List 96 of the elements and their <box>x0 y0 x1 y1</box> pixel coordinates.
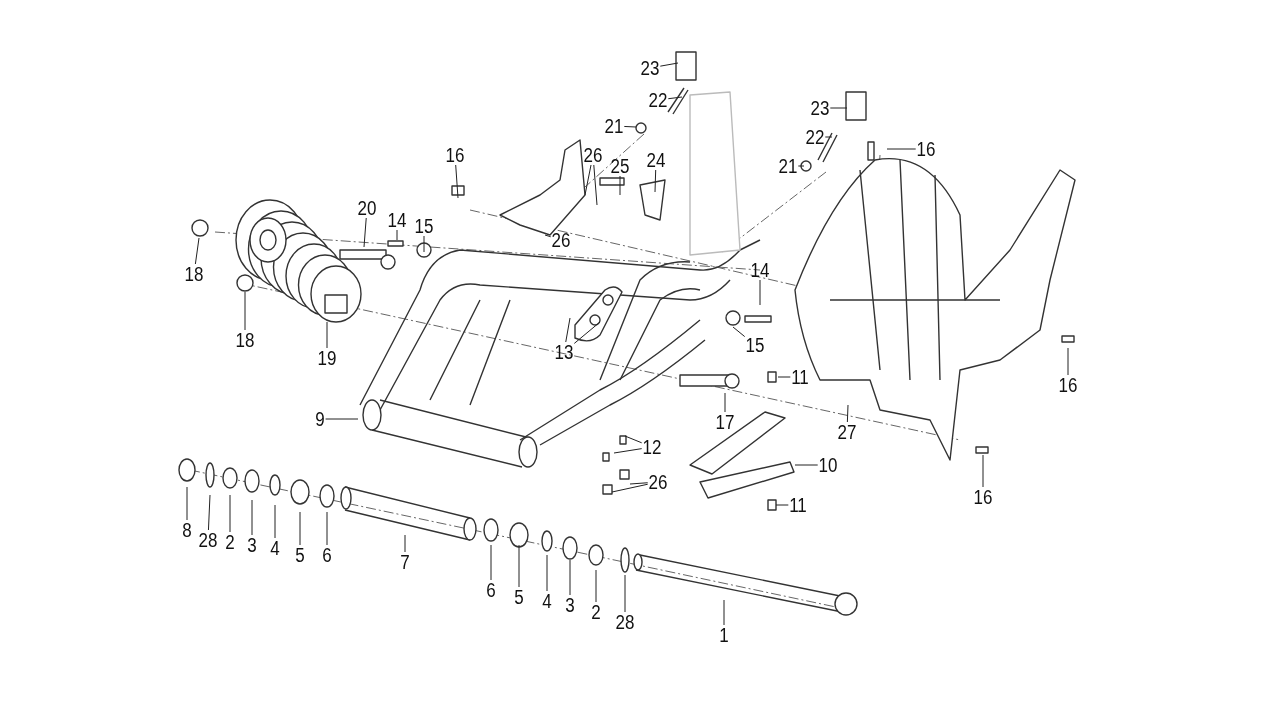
leader-line <box>490 544 492 581</box>
leader-line <box>194 237 200 265</box>
callout-number: 16 <box>1057 375 1079 395</box>
leader-line <box>613 448 643 454</box>
leader-line <box>624 435 643 444</box>
callout-number: 9 <box>314 409 326 429</box>
leader-line <box>455 164 459 199</box>
callout-number: 17 <box>714 412 736 432</box>
callout-number: 16 <box>972 487 994 507</box>
callout-number: 4 <box>269 538 281 558</box>
leader-line <box>396 229 398 241</box>
callout-number: 11 <box>790 367 810 387</box>
callout-number: 14 <box>386 210 408 230</box>
leader-line <box>654 169 657 193</box>
callout-number: 25 <box>609 156 631 176</box>
callout-number: 3 <box>246 535 258 555</box>
leader-line <box>829 107 848 109</box>
leader-line <box>759 279 761 306</box>
leader-line <box>846 404 849 423</box>
callout-number: 13 <box>553 342 575 362</box>
callout-number: 2 <box>224 532 236 552</box>
callout-number: 10 <box>817 455 839 475</box>
callout-number: 16 <box>915 139 937 159</box>
callout-number: 24 <box>645 150 667 170</box>
callout-number: 7 <box>399 552 411 572</box>
callout-number: 11 <box>788 495 808 515</box>
callout-number: 23 <box>809 98 831 118</box>
leader-line <box>624 574 626 613</box>
callout-number: 22 <box>647 90 669 110</box>
callout-number: 12 <box>641 437 663 457</box>
leader-line <box>229 494 231 533</box>
leader-line <box>611 483 649 493</box>
leader-line <box>363 217 367 248</box>
callout-number: 14 <box>749 260 771 280</box>
callout-number: 26 <box>582 145 604 165</box>
leader-line <box>326 511 328 546</box>
callout-number: 6 <box>321 545 333 565</box>
leader-line <box>325 418 359 420</box>
callout-number: 15 <box>413 216 435 236</box>
leader-line <box>886 148 917 150</box>
leader-line <box>623 125 637 128</box>
callout-number: 6 <box>485 580 497 600</box>
leader-line <box>1067 347 1069 376</box>
leader-line <box>732 326 746 338</box>
callout-number: 19 <box>316 348 338 368</box>
leader-line <box>274 504 276 539</box>
leader-line <box>982 454 984 488</box>
callout-number: 21 <box>777 156 799 176</box>
callout-number: 18 <box>234 330 256 350</box>
callout-number: 20 <box>356 198 378 218</box>
callout-number: 4 <box>541 591 553 611</box>
leader-line <box>593 164 598 206</box>
leader-line <box>797 165 805 167</box>
leader-line <box>299 511 301 546</box>
leader-line <box>595 569 597 603</box>
callout-number: 8 <box>181 520 193 540</box>
leader-line <box>824 136 833 138</box>
leader-line <box>518 544 520 588</box>
leader-line <box>244 291 246 331</box>
leader-line <box>404 534 406 553</box>
leader-line <box>251 499 253 536</box>
leader-line <box>659 62 679 67</box>
callout-number: 1 <box>718 625 730 645</box>
leader-line <box>423 235 425 253</box>
leader-line <box>546 554 548 592</box>
callout-number: 16 <box>444 145 466 165</box>
leader-line <box>569 559 571 596</box>
leader-line <box>326 321 328 349</box>
callout-number: 28 <box>614 612 636 632</box>
callout-number: 26 <box>550 230 572 250</box>
leader-line <box>207 494 211 531</box>
callout-number: 26 <box>647 472 669 492</box>
callout-number: 18 <box>183 264 205 284</box>
leader-line <box>573 321 601 344</box>
leader-line <box>619 175 621 196</box>
callout-number: 21 <box>603 116 625 136</box>
callout-number: 28 <box>197 530 219 550</box>
callout-number: 27 <box>836 422 858 442</box>
leader-line <box>777 376 791 378</box>
leader-line <box>723 599 725 626</box>
leader-line <box>565 317 571 343</box>
leader-line <box>724 392 726 413</box>
callout-number: 3 <box>564 595 576 615</box>
callout-number: 2 <box>590 602 602 622</box>
leader-line <box>584 164 592 196</box>
callout-number: 5 <box>513 587 525 607</box>
callout-number: 15 <box>744 335 766 355</box>
callout-number: 5 <box>294 545 306 565</box>
leader-line <box>667 96 683 100</box>
leader-line <box>775 504 789 506</box>
leader-line <box>186 486 188 521</box>
leader-line <box>629 482 649 485</box>
callout-number: 23 <box>639 58 661 78</box>
leader-line <box>544 234 552 238</box>
callout-number: 22 <box>804 127 826 147</box>
leader-line <box>794 464 819 466</box>
